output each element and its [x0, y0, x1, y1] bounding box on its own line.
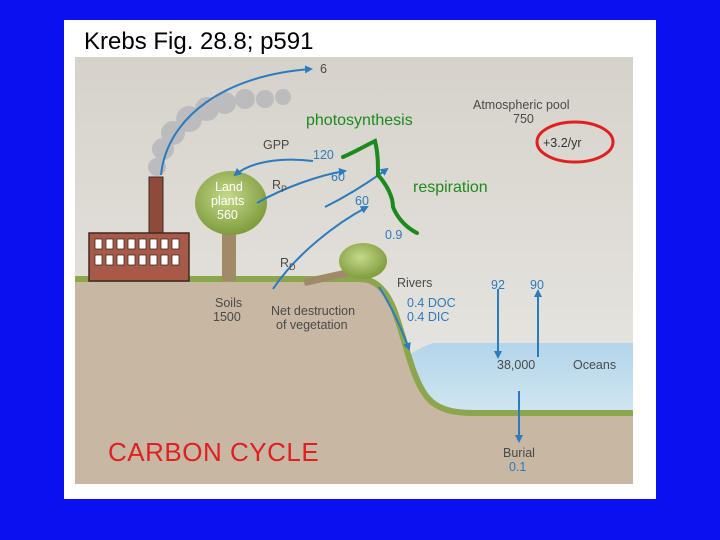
rd-value: 60 — [355, 194, 369, 208]
respiration-label: respiration — [413, 179, 488, 196]
land-plants-tree — [195, 171, 267, 281]
diagram-caption: CARBON CYCLE — [108, 437, 320, 467]
smoke-plume — [148, 89, 291, 176]
respiration-bracket — [376, 173, 419, 235]
river-arrow — [378, 286, 411, 351]
ocean-body — [391, 343, 633, 419]
rp-arrow — [256, 167, 347, 204]
factory — [88, 176, 190, 282]
gpp-value: 120 — [313, 148, 334, 162]
rd-label: RD — [280, 256, 296, 272]
slide-title: Krebs Fig. 28.8; p591 — [84, 28, 314, 55]
soils-label-line1: Soils — [215, 296, 242, 310]
rivers-label: Rivers — [397, 276, 432, 290]
ground-land — [75, 279, 633, 484]
atmosphere-label: Atmospheric pool — [473, 98, 570, 112]
atmosphere-change-highlight — [535, 120, 615, 164]
gpp-label: GPP — [263, 138, 289, 152]
destruction-value: 0.9 — [385, 228, 402, 242]
rd-arrow — [272, 206, 369, 290]
land-plants-label-line1: Land — [215, 180, 243, 194]
ocean-down-value: 92 — [491, 278, 505, 292]
grass-line — [75, 276, 633, 416]
atmosphere-change: +3.2/yr — [543, 136, 582, 150]
factory-chimney — [148, 176, 164, 238]
burial-label: Burial — [503, 446, 535, 460]
fallen-tree — [303, 243, 387, 286]
ocean-up-value: 90 — [530, 278, 544, 292]
net-destruction-line2: of vegetation — [276, 318, 348, 332]
factory-emission-arrow — [160, 65, 313, 176]
atmosphere-value: 750 — [513, 112, 534, 126]
net-destruction-line1: Net destruction — [271, 304, 355, 318]
gpp-arrow — [233, 158, 314, 177]
burial-value: 0.1 — [509, 460, 526, 474]
destruction-arrow — [324, 167, 389, 208]
rp-value: 60 — [331, 170, 345, 184]
land-plants-label-line3: 560 — [217, 208, 238, 222]
rp-label: RP — [272, 178, 287, 194]
photosynthesis-bracket — [341, 138, 380, 177]
rivers-doc: 0.4 DOC — [407, 296, 456, 310]
soils-label-line2: 1500 — [213, 310, 241, 324]
photosynthesis-label: photosynthesis — [306, 112, 413, 129]
rivers-dic: 0.4 DIC — [407, 310, 449, 324]
factory-emission-value: 6 — [320, 62, 327, 76]
oceans-label: Oceans — [573, 358, 616, 372]
ocean-pool-value: 38,000 — [497, 358, 535, 372]
land-plants-label-line2: plants — [211, 194, 244, 208]
carbon-cycle-diagram: 6 Atmospheric pool 750 GPP 120 60 60 0.9… — [75, 57, 633, 484]
